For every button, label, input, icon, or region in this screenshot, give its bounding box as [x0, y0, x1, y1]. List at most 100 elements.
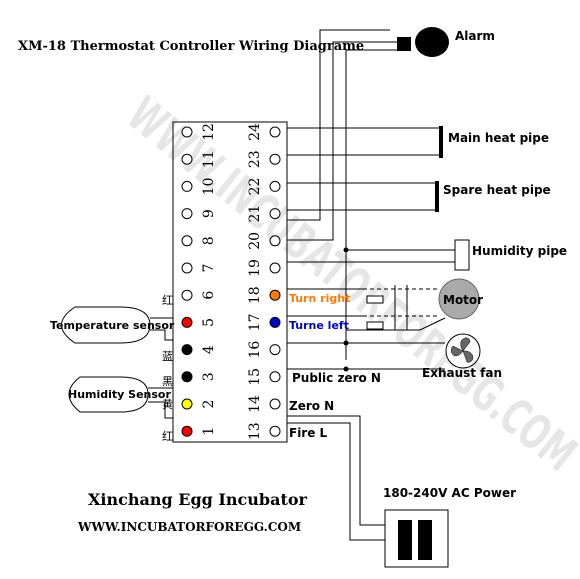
left-terminal-4 — [181, 344, 193, 356]
right-terminal-14 — [269, 398, 281, 410]
humidity-pipe-element — [454, 239, 470, 271]
wire-color-red-1: 红 — [162, 294, 173, 307]
right-terminal-number: 14 — [247, 395, 263, 413]
right-terminal-17 — [269, 316, 281, 328]
left-terminal-number: 4 — [201, 345, 217, 354]
right-terminal-16 — [269, 344, 281, 356]
left-terminal-8 — [181, 235, 193, 247]
alarm-bell-icon — [415, 27, 449, 57]
junction-dot — [343, 366, 349, 372]
left-terminal-9 — [181, 208, 193, 220]
alarm-unit: Alarm — [397, 27, 495, 57]
zero-label: Zero N — [289, 399, 334, 413]
left-terminal-1 — [181, 425, 193, 437]
brand-url: WWW.INCUBATORFOREGG.COM — [77, 520, 301, 534]
wire-alarm-a — [287, 41, 397, 241]
right-terminal-20 — [269, 235, 281, 247]
left-terminal-number: 2 — [201, 400, 217, 409]
left-terminal-number: 6 — [201, 291, 217, 300]
power-label: 180-240V AC Power — [383, 486, 516, 500]
right-terminal-number: 16 — [247, 341, 263, 359]
main-heat-pipe-label: Main heat pipe — [448, 131, 549, 145]
public-zero-label: Public zero N — [292, 371, 381, 385]
left-terminal-2 — [181, 398, 193, 410]
left-terminal-12 — [181, 126, 193, 138]
wire-zero-n — [287, 415, 398, 526]
right-terminal-24 — [269, 126, 281, 138]
right-terminal-number: 15 — [247, 368, 263, 386]
left-terminal-6 — [181, 289, 193, 301]
right-terminal-number: 23 — [247, 150, 263, 168]
wire-color-black: 黑 — [162, 375, 173, 388]
right-terminal-number: 18 — [247, 286, 263, 304]
humidity-sensor-body — [68, 376, 149, 413]
temperature-sensor-body — [61, 306, 151, 344]
outlet-slot-right — [418, 520, 432, 560]
right-terminal-21 — [269, 208, 281, 220]
wire-alarm-b — [287, 29, 390, 221]
exhaust-fan-label: Exhaust fan — [422, 366, 502, 380]
right-terminal-number: 13 — [247, 422, 263, 440]
motor-label: Motor — [443, 293, 483, 307]
right-terminal-number: 20 — [247, 232, 263, 250]
power-outlet — [384, 509, 449, 568]
motor-capacitor-2 — [366, 321, 384, 330]
wire-fire-l — [287, 422, 398, 541]
right-terminal-13 — [269, 425, 281, 437]
temperature-sensor-label: Temperature sensor — [50, 319, 175, 332]
turn-right-label: Turn right — [289, 292, 350, 305]
hum-sensor-wire-b — [148, 401, 173, 419]
turn-left-label: Turne left — [289, 319, 349, 332]
right-terminal-number: 19 — [247, 259, 263, 277]
left-terminal-number: 12 — [201, 123, 217, 141]
right-terminal-22 — [269, 180, 281, 192]
wire-motor-common — [346, 317, 446, 331]
right-terminal-number: 21 — [247, 205, 263, 223]
wire-alarm-common — [345, 49, 411, 360]
motor-capacitor-1 — [366, 295, 384, 304]
fan-blades — [451, 337, 474, 363]
left-terminal-number: 11 — [201, 150, 217, 168]
left-terminal-number: 7 — [201, 264, 217, 273]
left-terminal-11 — [181, 153, 193, 165]
temperature-sensor: Temperature sensor — [50, 306, 175, 344]
right-terminal-number: 24 — [247, 123, 263, 141]
left-terminal-3 — [181, 371, 193, 383]
wire-color-red-2: 红 — [162, 430, 173, 443]
left-terminal-7 — [181, 262, 193, 274]
left-terminal-5 — [181, 316, 193, 328]
temp-sensor-wire-b — [150, 329, 173, 341]
right-terminal-number: 22 — [247, 177, 263, 195]
brand-name: Xinchang Egg Incubator — [88, 490, 308, 509]
humidity-pipe-label: Humidity pipe — [472, 244, 567, 258]
wire-color-yellow: 黄 — [162, 397, 173, 411]
left-terminal-number: 8 — [201, 236, 217, 245]
exhaust-fan-icon — [445, 333, 481, 369]
humidity-sensor: Humidity Sensor — [68, 376, 173, 419]
alarm-label: Alarm — [455, 29, 495, 43]
page-title: XM-18 Thermostat Controller Wiring Diagr… — [18, 39, 364, 54]
alarm-base — [397, 37, 411, 51]
left-terminal-number: 1 — [201, 427, 217, 436]
left-terminal-number: 9 — [201, 209, 217, 218]
right-terminal-23 — [269, 153, 281, 165]
left-terminal-number: 10 — [201, 177, 217, 195]
fire-label: Fire L — [289, 426, 328, 440]
junction-dot — [343, 340, 349, 346]
outlet-slot-left — [398, 520, 412, 560]
left-terminal-10 — [181, 180, 193, 192]
left-terminal-number: 5 — [201, 318, 217, 327]
humidity-sensor-label: Humidity Sensor — [68, 388, 171, 401]
controller-board — [172, 121, 288, 443]
spare-heat-pipe-label: Spare heat pipe — [443, 183, 551, 197]
motor-icon — [438, 278, 480, 320]
junction-dot — [343, 247, 349, 253]
right-terminal-number: 17 — [247, 313, 263, 331]
wire-color-blue-black: 蓝 — [162, 350, 173, 363]
left-terminal-number: 3 — [201, 372, 217, 381]
right-terminal-15 — [269, 371, 281, 383]
right-terminal-19 — [269, 262, 281, 274]
